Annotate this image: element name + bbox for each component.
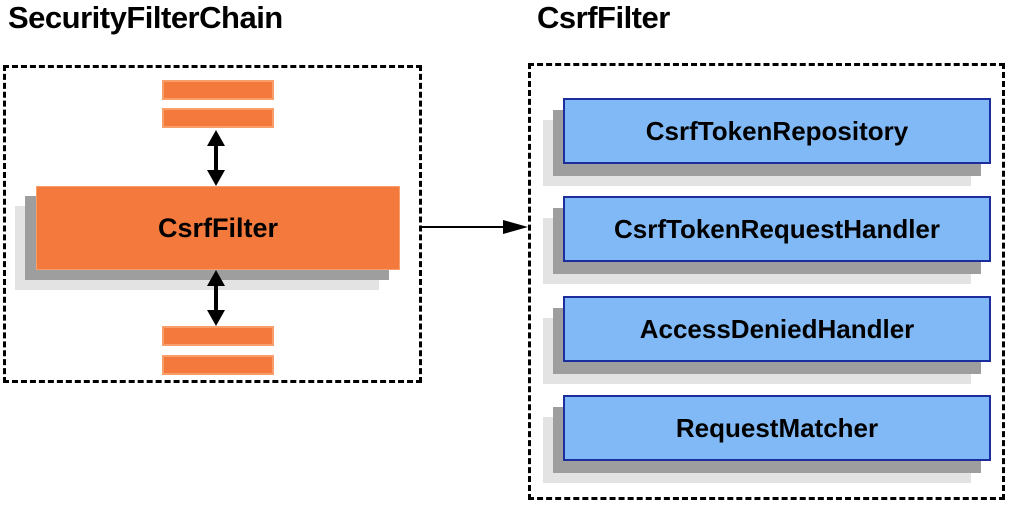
- csrf-filter-box: CsrfFilter: [36, 186, 400, 270]
- security-filter-chain-panel: CsrfFilter: [3, 65, 422, 383]
- component-box-label: RequestMatcher: [675, 412, 879, 443]
- csrf-filter-box-label: CsrfFilter: [157, 212, 279, 243]
- csrf-token-request-handler-box: CsrfTokenRequestHandler: [563, 196, 991, 262]
- right-arrow-connector-icon: [422, 220, 528, 234]
- security-filter-chain-title: SecurityFilterChain: [8, 0, 283, 35]
- csrf-token-repository-box: CsrfTokenRepository: [563, 98, 991, 164]
- access-denied-handler-box: AccessDeniedHandler: [563, 296, 991, 362]
- filter-placeholder-bar: [162, 108, 274, 128]
- component-box-label: CsrfTokenRequestHandler: [613, 213, 941, 244]
- component-box-label: AccessDeniedHandler: [639, 313, 915, 344]
- bidirectional-arrow-icon: [207, 270, 225, 326]
- component-box-label: CsrfTokenRepository: [645, 115, 909, 146]
- filter-placeholder-bar: [162, 355, 274, 375]
- request-matcher-box: RequestMatcher: [563, 395, 991, 461]
- filter-placeholder-bar: [162, 80, 274, 100]
- csrf-filter-panel: CsrfTokenRepository CsrfTokenRequestHand…: [528, 63, 1005, 500]
- filter-placeholder-bar: [162, 326, 274, 346]
- csrf-filter-title: CsrfFilter: [537, 0, 670, 35]
- bidirectional-arrow-icon: [207, 130, 225, 186]
